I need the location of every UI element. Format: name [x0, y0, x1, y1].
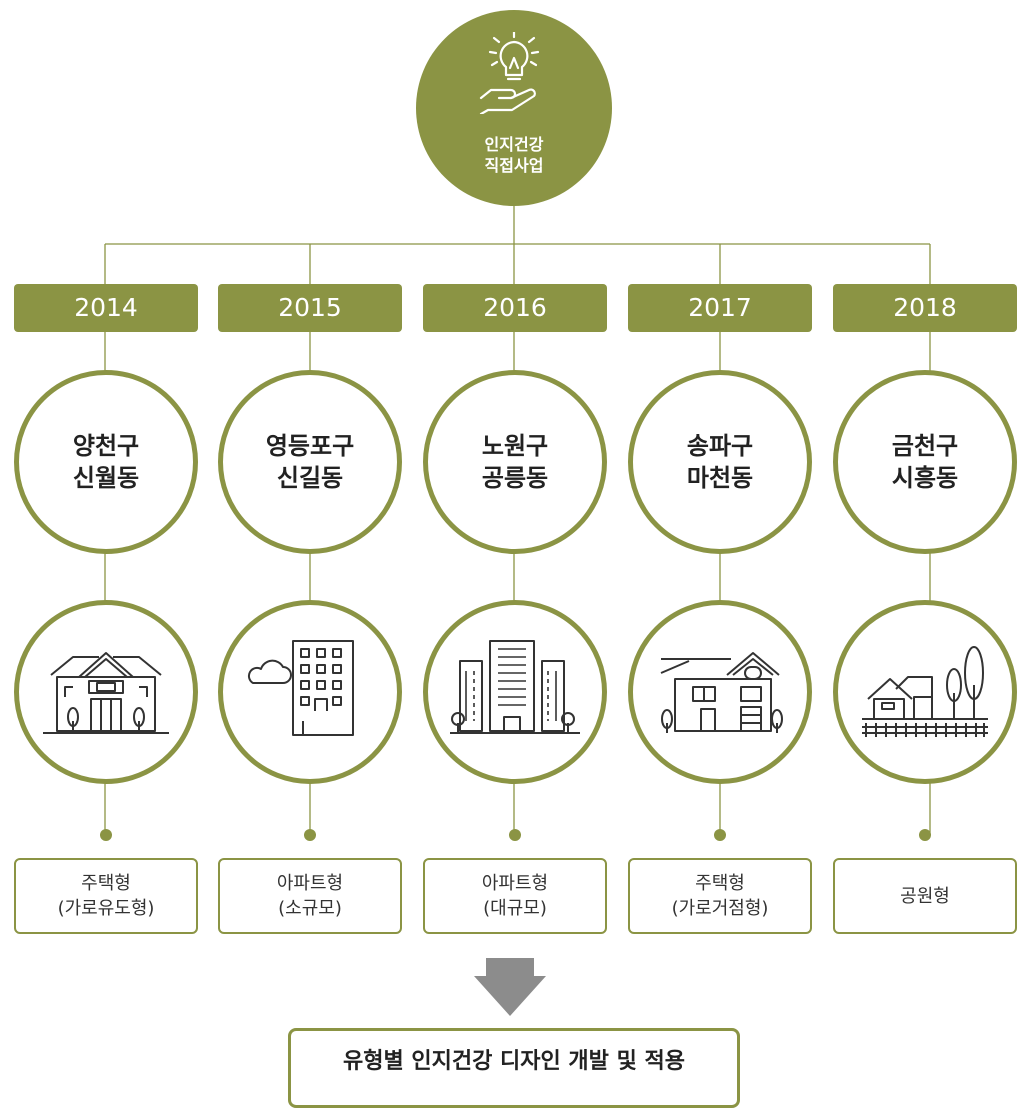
district-label: 양천구	[72, 432, 140, 460]
root-title-line1: 인지건강	[484, 135, 544, 154]
type-sublabel: (가로유도형)	[57, 898, 155, 919]
type-sublabel: (소규모)	[278, 898, 342, 919]
type-box: 주택형 (가로거점형)	[628, 858, 812, 934]
type-box: 아파트형 (대규모)	[423, 858, 607, 934]
location-circle: 송파구 마천동	[628, 370, 812, 554]
location-circle: 금천구 시흥동	[833, 370, 1017, 554]
dong-label: 시흥동	[891, 464, 959, 492]
year-badge: 2018	[833, 284, 1017, 332]
year-badge: 2015	[218, 284, 402, 332]
street-house-icon	[660, 652, 783, 733]
park-house-icon	[862, 646, 988, 737]
root-title-line2: 직접사업	[484, 156, 544, 175]
lightbulb-hand-icon	[479, 32, 540, 114]
location-circle: 영등포구 신길동	[218, 370, 402, 554]
location-circle: 양천구 신월동	[14, 370, 198, 554]
housing-image-circle	[833, 600, 1017, 784]
type-label: 주택형	[695, 873, 745, 894]
small-apartment-icon	[247, 640, 354, 736]
district-label: 영등포구	[265, 432, 355, 460]
housing-image-circle	[14, 600, 198, 784]
type-label: 공원형	[900, 885, 950, 907]
root-title: 인지건강 직접사업	[485, 134, 544, 176]
result-box: 유형별 인지건강 디자인 개발 및 적용	[288, 1028, 740, 1108]
type-label: 아파트형	[481, 873, 549, 894]
housing-image-circle	[628, 600, 812, 784]
housing-image-circle	[218, 600, 402, 784]
type-box: 공원형	[833, 858, 1017, 934]
type-label: 아파트형	[276, 873, 344, 894]
down-arrow-icon	[474, 958, 546, 1016]
type-sublabel: (가로거점형)	[671, 898, 769, 919]
connector-dot	[509, 829, 521, 841]
root-node: 인지건강 직접사업	[416, 10, 612, 206]
townhouse-icon	[43, 652, 169, 734]
connector-dot	[714, 829, 726, 841]
year-badge: 2016	[423, 284, 607, 332]
location-circle: 노원구 공릉동	[423, 370, 607, 554]
district-label: 금천구	[891, 432, 959, 460]
housing-image-circle	[423, 600, 607, 784]
dong-label: 공릉동	[481, 464, 549, 492]
year-badge: 2017	[628, 284, 812, 332]
dong-label: 신길동	[276, 464, 344, 492]
dong-label: 신월동	[72, 464, 140, 492]
type-label: 주택형	[81, 873, 131, 894]
type-box: 주택형 (가로유도형)	[14, 858, 198, 934]
connector-dot	[100, 829, 112, 841]
district-label: 송파구	[686, 432, 754, 460]
dong-label: 마천동	[686, 464, 754, 492]
type-box: 아파트형 (소규모)	[218, 858, 402, 934]
connector-dot	[304, 829, 316, 841]
district-label: 노원구	[481, 432, 549, 460]
connector-dot	[919, 829, 931, 841]
type-sublabel: (대규모)	[483, 898, 547, 919]
high-rise-apartment-icon	[450, 640, 580, 734]
year-badge: 2014	[14, 284, 198, 332]
